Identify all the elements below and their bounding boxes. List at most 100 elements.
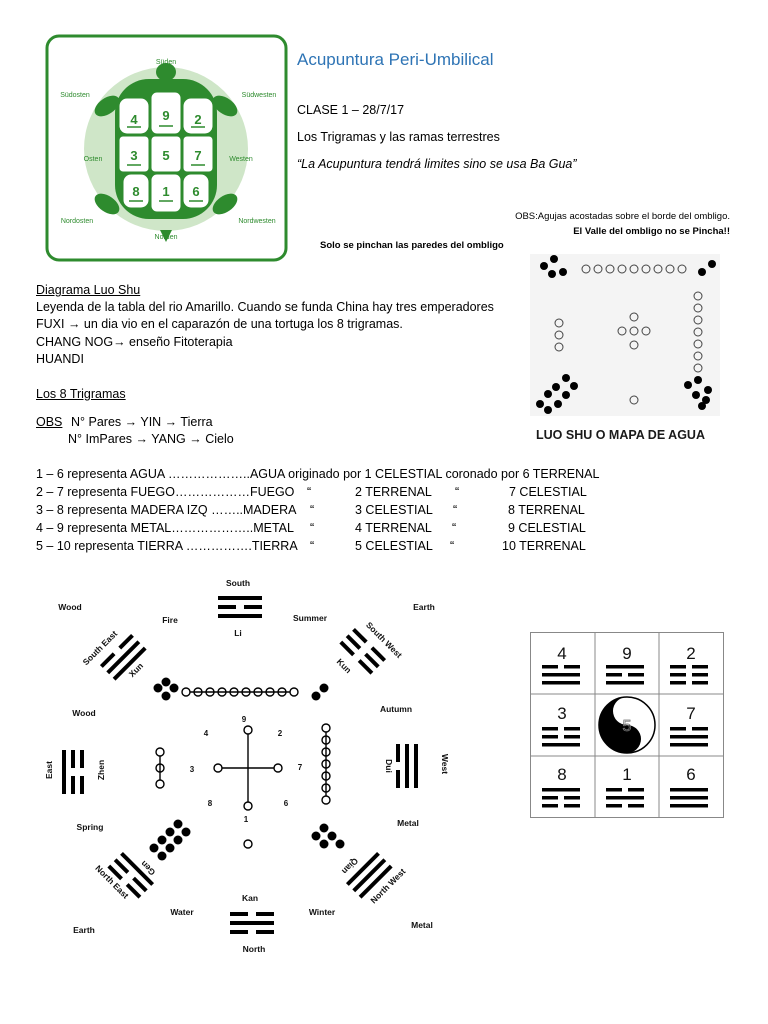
trigram-kan [230, 912, 274, 934]
row-ditto: “ [452, 521, 457, 535]
row-crown: 8 TERRENAL [508, 503, 585, 517]
trigram-zhen [62, 750, 84, 794]
row-ditto: “ [450, 539, 455, 553]
grid-number: 6 [686, 765, 695, 784]
grid-number: 3 [557, 704, 566, 723]
row-ditto: “ [455, 485, 460, 499]
yin-yang-icon: 5 [598, 696, 656, 754]
bagua-west: West [440, 754, 450, 774]
bagua-water: Water [170, 907, 194, 917]
row-ditto: “ [307, 485, 312, 499]
grid-number: 4 [557, 644, 566, 663]
quote: “La Acupuntura tendrá limites sino se us… [297, 157, 577, 171]
grid-number: 8 [557, 765, 566, 784]
row-element: 4 – 9 representa METAL………………..METAL [36, 521, 294, 535]
turtle-number: 9 [162, 108, 169, 123]
bagua-kan: Kan [242, 893, 258, 903]
bagua-diagram: South Li Fire Summer Wood Earth South Ea… [44, 578, 450, 954]
turtle-number: 6 [192, 184, 199, 199]
trigram-gen [107, 851, 155, 899]
luoshu-line: HUANDI [36, 352, 84, 366]
direction-label: Südosten [60, 92, 90, 99]
bagua-autumn: Autumn [380, 704, 412, 714]
grid-number: 9 [622, 644, 631, 663]
row-ditto: “ [310, 539, 315, 553]
bagua-winter: Winter [309, 907, 336, 917]
row-origin: 4 TERRENAL [355, 521, 432, 535]
bagua-li: Li [234, 628, 242, 638]
row-crown: 7 CELESTIAL [509, 485, 587, 499]
magic-square-grid: 4 9 2 3 7 8 1 6 5 [530, 632, 724, 818]
bagua-fire: Fire [162, 615, 178, 625]
bagua-zhen: Zhen [96, 760, 106, 780]
trigram-xun [99, 633, 147, 681]
turtle-number: 1 [162, 184, 169, 199]
luoshu-line: FUXI → un dia vio en el caparazón de una… [36, 317, 403, 331]
direction-label: Süden [156, 59, 176, 66]
obs-note-3: Solo se pinchan las paredes del ombligo [320, 240, 504, 251]
turtle-number: 5 [162, 148, 169, 163]
bagua-summer: Summer [293, 613, 328, 623]
trigram-li [218, 596, 262, 618]
direction-label: Südwesten [242, 92, 277, 99]
grid-number: 5 [623, 718, 632, 735]
turtle-number: 8 [132, 184, 139, 199]
row-ditto: “ [453, 503, 458, 517]
subtitle: Los Trigramas y las ramas terrestres [297, 130, 500, 144]
bagua-earth-bottom: Earth [73, 925, 95, 935]
center-number: 6 [284, 799, 289, 808]
grid-number: 7 [686, 704, 695, 723]
bagua-southwest: South West [364, 620, 404, 660]
direction-label: Osten [84, 156, 103, 163]
row-ditto: “ [310, 521, 315, 535]
turtle-number: 3 [130, 148, 137, 163]
row-element: 5 – 10 representa TIERRA …………….TIERRA [36, 539, 298, 553]
center-number: 2 [278, 729, 283, 738]
bagua-metal-bottom: Metal [411, 920, 433, 930]
center-number: 9 [242, 715, 247, 724]
bagua-east: East [44, 761, 54, 779]
trigram-dui [396, 744, 418, 788]
luoshu-line: Leyenda de la tabla del rio Amarillo. Cu… [36, 300, 494, 314]
turtle-number: 7 [194, 148, 201, 163]
luoshu-water-map [530, 254, 720, 416]
grid-number: 1 [622, 765, 631, 784]
luoshu-line: CHANG NOG→ enseño Fitoterapia [36, 335, 233, 349]
row-element: 2 – 7 representa FUEGO………………FUEGO [36, 485, 295, 499]
bagua-southeast: South East [81, 629, 120, 668]
clase-date: CLASE 1 – 28/7/17 [297, 103, 405, 117]
grid-number: 2 [686, 644, 695, 663]
bagua-wood: Wood [58, 602, 81, 612]
obs-pares: N° Pares → YIN → Tierra [71, 415, 213, 429]
obs-impares: N° ImPares → YANG → Cielo [68, 432, 234, 446]
row-origin: 3 CELESTIAL [355, 503, 433, 517]
turtle-number: 2 [194, 112, 201, 127]
bagua-wood-mid: Wood [72, 708, 95, 718]
center-number: 1 [244, 815, 249, 824]
center-number: 8 [208, 799, 213, 808]
section-heading-luoshu: Diagrama Luo Shu [36, 283, 141, 297]
direction-label: Nordwesten [238, 218, 275, 225]
row-element: 3 – 8 representa MADERA IZQ ……..MADERA [36, 503, 297, 517]
turtle-number: 4 [130, 112, 138, 127]
obs-label: OBS [36, 415, 63, 429]
obs-note-2: El Valle del ombligo no se Pincha!! [573, 226, 730, 237]
bagua-dui: Dui [384, 759, 394, 773]
direction-label: Westen [229, 156, 253, 163]
bagua-south: South [226, 578, 250, 588]
bagua-north: North [243, 944, 266, 954]
map-caption: LUO SHU O MAPA DE AGUA [536, 428, 705, 442]
center-number: 3 [190, 765, 195, 774]
trigram-qian [345, 851, 393, 899]
row-origin: 5 CELESTIAL [355, 539, 433, 553]
row-text: 1 – 6 representa AGUA ………………..AGUA origi… [36, 467, 600, 481]
bagua-earth: Earth [413, 602, 435, 612]
row-origin: 2 TERRENAL [355, 485, 432, 499]
obs-note-1: OBS:Agujas acostadas sobre el borde del … [515, 211, 730, 222]
center-number: 4 [204, 729, 209, 738]
row-crown: 10 TERRENAL [502, 539, 586, 553]
section-heading-trigramas: Los 8 Trigramas [36, 387, 126, 401]
direction-label: Norden [155, 234, 178, 241]
center-number: 7 [298, 763, 303, 772]
luoshu-turtle-image: 4 9 2 3 5 7 8 1 6 Süden Südosten Südwest… [45, 34, 288, 262]
